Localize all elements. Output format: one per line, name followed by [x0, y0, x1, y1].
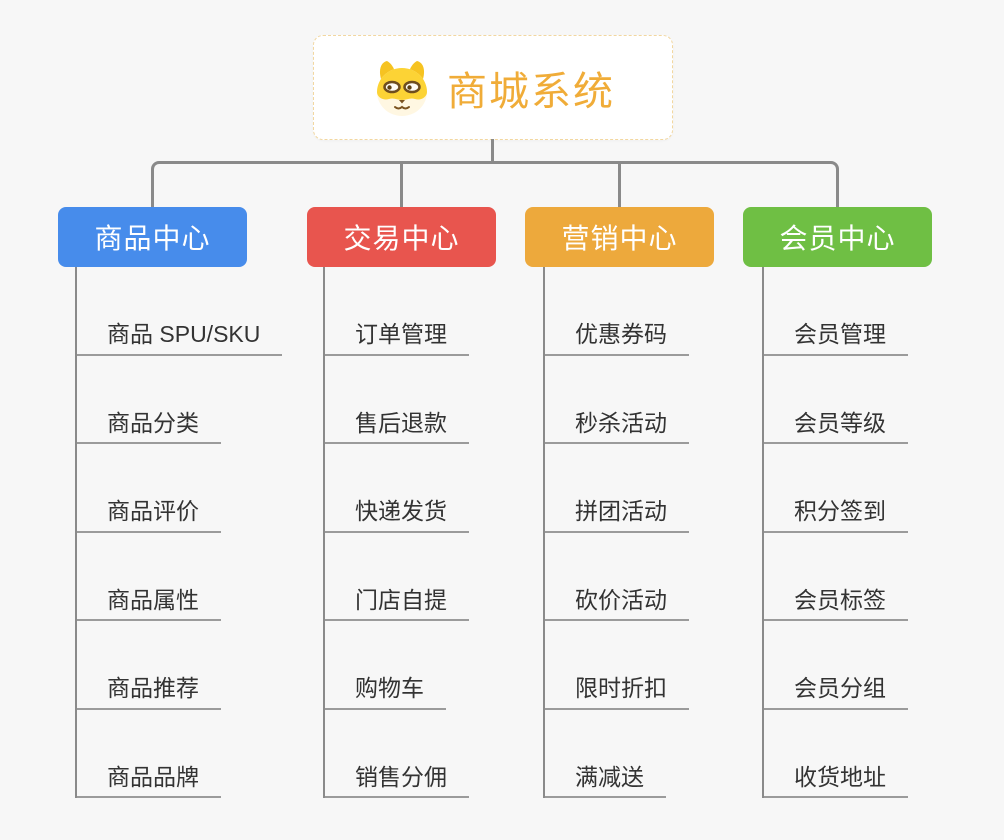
node-item-label[interactable]: 快递发货 [325, 498, 469, 533]
node-item-label[interactable]: 会员等级 [764, 410, 908, 444]
node-item: 会员管理 [764, 267, 908, 356]
branch-column-product-center: 商品 SPU/SKU 商品分类 商品评价 商品属性 商品推荐 商品品牌 [75, 267, 283, 798]
node-item: 销售分佣 [325, 710, 469, 798]
node-item: 商品属性 [77, 533, 282, 621]
node-item-label[interactable]: 积分签到 [764, 498, 908, 533]
connector-drop-branch-3 [618, 163, 621, 207]
node-item-label[interactable]: 会员标签 [764, 587, 908, 621]
root-node[interactable]: 商城系统 [313, 35, 673, 140]
node-item-label[interactable]: 收货地址 [764, 764, 908, 798]
branch-label: 商品中心 [94, 223, 211, 254]
branch-box-product-center[interactable]: 商品中心 [58, 207, 247, 267]
node-item: 会员等级 [764, 356, 908, 444]
node-item: 砍价活动 [545, 533, 689, 621]
node-item: 订单管理 [325, 267, 469, 356]
node-item-label[interactable]: 秒杀活动 [545, 410, 689, 444]
node-item-label[interactable]: 售后退款 [325, 410, 469, 444]
node-item-label[interactable]: 会员管理 [764, 321, 908, 356]
node-item: 满减送 [545, 710, 689, 798]
node-item-label[interactable]: 门店自提 [325, 587, 469, 621]
branch-box-marketing-center[interactable]: 营销中心 [525, 207, 714, 267]
node-item: 商品评价 [77, 444, 282, 533]
connector-bus [151, 161, 839, 207]
node-item-label[interactable]: 限时折扣 [545, 675, 689, 710]
branch-label: 交易中心 [343, 223, 460, 254]
node-item-label[interactable]: 商品品牌 [77, 764, 221, 798]
node-item-label[interactable]: 商品分类 [77, 410, 221, 444]
node-item: 优惠券码 [545, 267, 689, 356]
branch-box-trade-center[interactable]: 交易中心 [307, 207, 496, 267]
node-item: 商品分类 [77, 356, 282, 444]
node-item: 会员分组 [764, 621, 908, 710]
node-item-label[interactable]: 销售分佣 [325, 764, 469, 798]
connector-drop-branch-2 [400, 163, 403, 207]
dog-face-icon [377, 60, 427, 116]
node-item-label[interactable]: 商品推荐 [77, 675, 221, 710]
node-item: 商品品牌 [77, 710, 282, 798]
node-item-label[interactable]: 满减送 [545, 764, 666, 798]
node-item-label[interactable]: 优惠券码 [545, 321, 689, 356]
connector-root-stub [491, 139, 494, 162]
branch-column-trade-center: 订单管理 售后退款 快递发货 门店自提 购物车 销售分佣 [323, 267, 469, 798]
node-item: 售后退款 [325, 356, 469, 444]
node-item: 快递发货 [325, 444, 469, 533]
node-item: 门店自提 [325, 533, 469, 621]
node-item: 收货地址 [764, 710, 908, 798]
node-item-label[interactable]: 砍价活动 [545, 587, 689, 621]
node-item: 秒杀活动 [545, 356, 689, 444]
node-item-label[interactable]: 商品评价 [77, 498, 221, 533]
node-item: 购物车 [325, 621, 469, 710]
node-item: 商品推荐 [77, 621, 282, 710]
branch-box-member-center[interactable]: 会员中心 [743, 207, 932, 267]
node-item: 拼团活动 [545, 444, 689, 533]
node-item: 商品 SPU/SKU [77, 267, 283, 356]
node-item-label[interactable]: 商品属性 [77, 587, 221, 621]
node-item: 会员标签 [764, 533, 908, 621]
branch-label: 会员中心 [779, 223, 896, 254]
root-title: 商城系统 [447, 69, 615, 114]
node-item-label[interactable]: 订单管理 [325, 321, 469, 356]
branch-label: 营销中心 [561, 223, 678, 254]
node-item-label[interactable]: 拼团活动 [545, 498, 689, 533]
node-item-label[interactable]: 商品 SPU/SKU [77, 321, 283, 356]
node-item-label[interactable]: 会员分组 [764, 675, 908, 710]
branch-column-marketing-center: 优惠券码 秒杀活动 拼团活动 砍价活动 限时折扣 满减送 [543, 267, 689, 798]
branch-column-member-center: 会员管理 会员等级 积分签到 会员标签 会员分组 收货地址 [762, 267, 908, 798]
node-item: 积分签到 [764, 444, 908, 533]
node-item-label[interactable]: 购物车 [325, 675, 446, 710]
node-item: 限时折扣 [545, 621, 689, 710]
